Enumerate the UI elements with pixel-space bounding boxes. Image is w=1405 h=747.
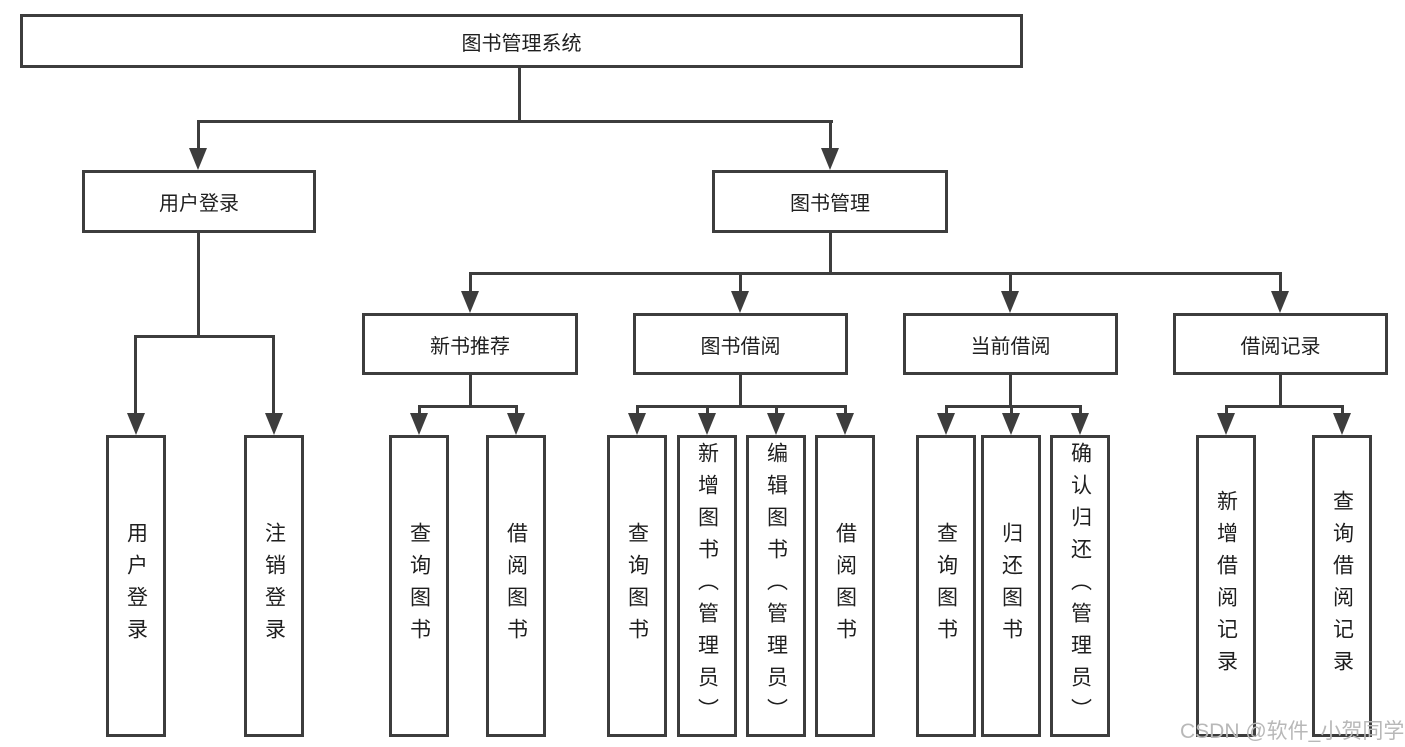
node-label: 查询图书 <box>934 522 958 650</box>
connector-line <box>844 405 847 415</box>
node-label: 借阅记录 <box>1240 335 1321 358</box>
watermark-csdn: CSDN @软件_小贺同学 <box>1180 720 1405 743</box>
arrow-down-icon <box>1217 413 1235 435</box>
connector-line <box>829 233 832 274</box>
connector-line <box>739 272 742 295</box>
arrow-down-icon <box>1001 291 1019 313</box>
connector-line <box>1279 272 1282 295</box>
connector-line <box>1079 405 1082 415</box>
connector-line <box>469 272 472 295</box>
arrow-down-icon <box>410 413 428 435</box>
connector-line <box>945 405 948 415</box>
connector-line <box>469 375 472 405</box>
node-leaf-edit-book-admin: 编辑图书（管理员） <box>746 435 806 737</box>
arrow-down-icon <box>461 291 479 313</box>
node-label: 查询借阅记录 <box>1330 490 1354 682</box>
node-label: 确认归还（管理员） <box>1068 442 1092 730</box>
connector-line <box>829 120 832 150</box>
node-label: 新增图书（管理员） <box>695 442 719 730</box>
node-leaf-add-book-admin: 新增图书（管理员） <box>677 435 737 737</box>
node-borrowing-records: 借阅记录 <box>1173 313 1388 375</box>
connector-line <box>134 335 274 338</box>
node-label: 用户登录 <box>124 522 148 650</box>
connector-line <box>775 405 778 415</box>
arrow-down-icon <box>767 413 785 435</box>
arrow-down-icon <box>731 291 749 313</box>
arrow-down-icon <box>836 413 854 435</box>
node-label: 编辑图书（管理员） <box>764 442 788 730</box>
node-book-management: 图书管理 <box>712 170 948 233</box>
node-label: 借阅图书 <box>504 522 528 650</box>
connector-line <box>636 405 847 408</box>
node-label: 注销登录 <box>262 522 286 650</box>
connector-line <box>418 405 518 408</box>
connector-line <box>1225 405 1344 408</box>
connector-line <box>706 405 709 415</box>
arrow-down-icon <box>1271 291 1289 313</box>
node-label: 用户登录 <box>159 193 239 215</box>
connector-line <box>197 233 200 335</box>
connector-line <box>1010 405 1013 415</box>
node-leaf-return-books: 归还图书 <box>981 435 1041 737</box>
node-label: 新书推荐 <box>430 335 510 358</box>
arrow-down-icon <box>698 413 716 435</box>
arrow-down-icon <box>1002 413 1020 435</box>
connector-line <box>469 272 1282 275</box>
connector-line <box>197 120 833 123</box>
node-leaf-query-books-1: 查询图书 <box>389 435 449 737</box>
arrow-down-icon <box>127 413 145 435</box>
node-label: 当前借阅 <box>970 335 1051 358</box>
connector-line <box>1279 375 1282 405</box>
connector-line <box>197 120 200 150</box>
node-leaf-query-books-2: 查询图书 <box>607 435 667 737</box>
connector-line <box>1009 272 1012 295</box>
node-leaf-borrow-books-2: 借阅图书 <box>815 435 875 737</box>
node-leaf-user-login: 用户登录 <box>106 435 166 737</box>
node-leaf-add-borrow-record: 新增借阅记录 <box>1196 435 1256 737</box>
arrow-down-icon <box>507 413 525 435</box>
connector-line <box>515 405 518 415</box>
node-library-management-system: 图书管理系统 <box>20 14 1023 68</box>
connector-line <box>272 335 275 415</box>
arrow-down-icon <box>265 413 283 435</box>
node-label: 图书管理系统 <box>461 32 582 55</box>
connector-line <box>518 68 521 120</box>
arrow-down-icon <box>1071 413 1089 435</box>
node-user-login: 用户登录 <box>82 170 316 233</box>
node-label: 新增借阅记录 <box>1214 490 1238 682</box>
node-leaf-confirm-return-admin: 确认归还（管理员） <box>1050 435 1110 737</box>
node-leaf-borrow-books-1: 借阅图书 <box>486 435 546 737</box>
node-label: 查询图书 <box>407 522 431 650</box>
node-label: 查询图书 <box>625 522 649 650</box>
connector-line <box>1225 405 1228 415</box>
node-leaf-query-borrow-record: 查询借阅记录 <box>1312 435 1372 737</box>
node-leaf-query-books-3: 查询图书 <box>916 435 976 737</box>
node-label: 归还图书 <box>999 522 1023 650</box>
arrow-down-icon <box>628 413 646 435</box>
connector-line <box>418 405 421 415</box>
connector-line <box>945 405 1082 408</box>
connector-line <box>1009 375 1012 405</box>
arrow-down-icon <box>937 413 955 435</box>
node-book-borrowing: 图书借阅 <box>633 313 848 375</box>
node-new-book-recommendation: 新书推荐 <box>362 313 578 375</box>
node-current-borrowing: 当前借阅 <box>903 313 1118 375</box>
connector-line <box>739 375 742 405</box>
node-label: 图书管理 <box>790 193 870 215</box>
node-label: 图书借阅 <box>700 335 781 358</box>
node-leaf-logout: 注销登录 <box>244 435 304 737</box>
connector-line <box>1341 405 1344 415</box>
arrow-down-icon <box>189 148 207 170</box>
arrow-down-icon <box>1333 413 1351 435</box>
node-label: 借阅图书 <box>833 522 857 650</box>
connector-line <box>134 335 137 415</box>
connector-line <box>636 405 639 415</box>
arrow-down-icon <box>821 148 839 170</box>
